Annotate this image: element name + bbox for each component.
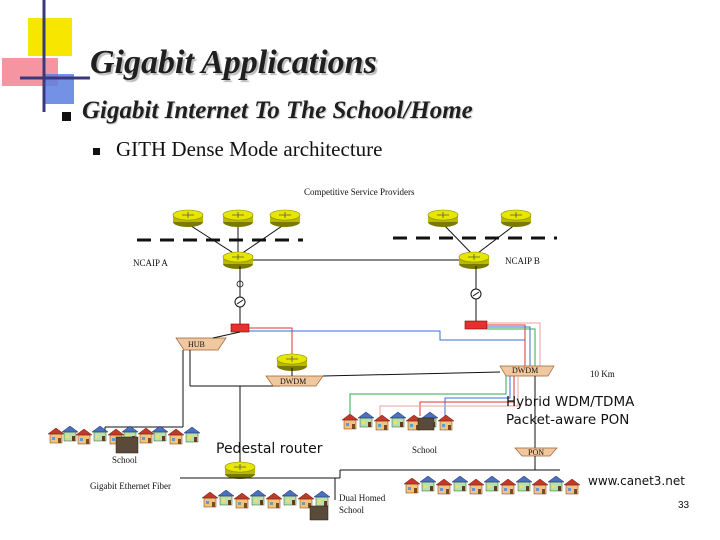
pon-title-label: Hybrid WDM/TDMA Packet-aware PON bbox=[506, 394, 635, 428]
house-cluster-center bbox=[341, 411, 455, 431]
dual-homed-label: Dual Homed School bbox=[339, 493, 386, 515]
distance-label: 10 Km bbox=[590, 369, 615, 379]
providers-label: Competitive Service Providers bbox=[304, 187, 415, 197]
provider-router-icon bbox=[269, 209, 301, 228]
fiber-blue bbox=[444, 376, 511, 416]
pon-box bbox=[514, 447, 558, 457]
pedestal-router-label: Pedestal router bbox=[216, 441, 323, 457]
fiber-green bbox=[487, 328, 536, 366]
school-building-icon bbox=[115, 436, 139, 454]
bullet-level-1: Gigabit Internet To The School/Home bbox=[82, 97, 473, 124]
logo-yellow-square bbox=[28, 18, 72, 56]
gigabit-ethernet-fiber-label: Gigabit Ethernet Fiber bbox=[90, 481, 171, 491]
fiber-red bbox=[249, 327, 293, 356]
dwdm-trunk-line bbox=[322, 371, 501, 377]
ncaip-a-router-icon bbox=[222, 251, 254, 270]
provider-router-icon bbox=[222, 209, 254, 228]
bullet-level-2: GITH Dense Mode architecture bbox=[116, 137, 383, 161]
fiber-green bbox=[349, 376, 507, 416]
fiber-red bbox=[487, 324, 526, 366]
bullet-square-icon bbox=[93, 148, 100, 155]
provider-router-icon bbox=[500, 209, 532, 228]
school-building-icon bbox=[417, 417, 435, 431]
hub-box bbox=[175, 337, 227, 351]
school-building-icon bbox=[309, 505, 329, 521]
ncaip-a-label: NCAIP A bbox=[133, 258, 168, 268]
fiber-blue bbox=[249, 330, 525, 341]
ncaip-b-label: NCAIP B bbox=[505, 256, 540, 266]
switch-node-icon bbox=[470, 288, 482, 300]
dwdm-left-box bbox=[265, 375, 324, 387]
patch-panel-icon bbox=[464, 320, 488, 330]
switch-node-icon bbox=[234, 296, 246, 308]
link-line bbox=[212, 331, 241, 339]
dwdm-right-box bbox=[499, 365, 555, 377]
page-number: 33 bbox=[678, 500, 690, 511]
fiber-red bbox=[419, 376, 515, 416]
fiber-pink bbox=[487, 322, 541, 366]
house-cluster-right bbox=[403, 475, 581, 495]
hub-label: HUB bbox=[188, 340, 205, 349]
dwdm-right-label: DWDM bbox=[512, 366, 539, 375]
bullet-square-icon bbox=[62, 112, 71, 121]
school-left-label: School bbox=[112, 455, 138, 465]
patch-panel-icon bbox=[230, 323, 250, 333]
connector-node-icon bbox=[236, 280, 244, 288]
school-center-label: School bbox=[412, 445, 438, 455]
provider-router-icon bbox=[172, 209, 204, 228]
dwdm-left-label: DWDM bbox=[280, 377, 307, 386]
provider-router-icon bbox=[427, 209, 459, 228]
ncaip-b-router-icon bbox=[458, 251, 490, 270]
slide-logo bbox=[2, 0, 90, 112]
link-line bbox=[442, 223, 475, 257]
house-cluster-bottom bbox=[201, 489, 331, 521]
pedestal-router-icon bbox=[224, 461, 256, 480]
slide-title: Gigabit Applications bbox=[90, 44, 377, 81]
website-label: www.canet3.net bbox=[588, 474, 685, 488]
pon-label: PON bbox=[528, 448, 545, 457]
link-line bbox=[473, 223, 517, 257]
link-line bbox=[237, 223, 286, 257]
link-line bbox=[187, 223, 239, 257]
fiber-pink bbox=[379, 376, 519, 416]
house-cluster-left bbox=[47, 425, 201, 454]
fiber-blue bbox=[487, 326, 531, 366]
